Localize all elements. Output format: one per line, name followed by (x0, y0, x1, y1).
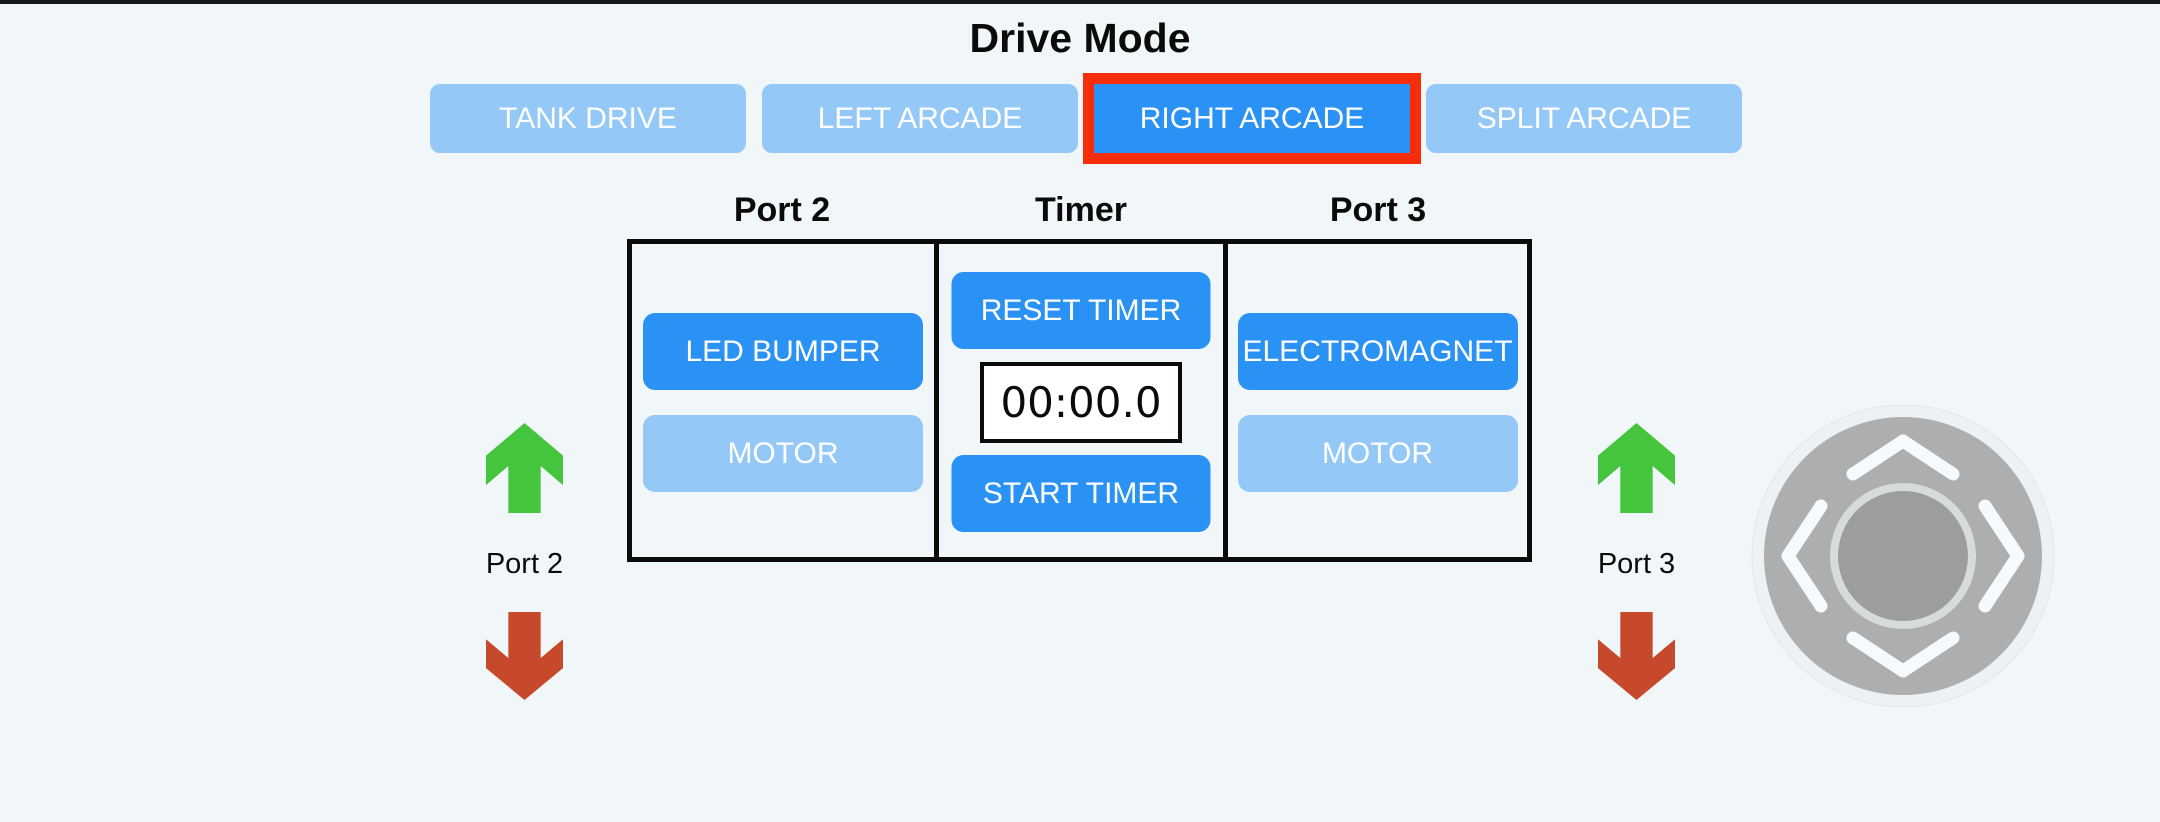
port2-stepper-label: Port 2 (485, 548, 564, 580)
port3-column-header: Port 3 (1329, 191, 1427, 229)
port2-up-arrow-icon[interactable] (486, 423, 563, 513)
top-border (0, 0, 2160, 4)
reset-timer-button[interactable]: RESET TIMER (951, 272, 1211, 349)
port3-stepper: Port 3 (1598, 423, 1675, 700)
joystick[interactable] (1751, 404, 2055, 708)
left-arcade-button[interactable]: LEFT ARCADE (762, 84, 1078, 153)
timer-column-header: Timer (1035, 191, 1127, 229)
joystick-graphic (1751, 404, 2055, 708)
port3-up-arrow-icon[interactable] (1598, 423, 1675, 513)
port2-down-arrow-icon[interactable] (486, 612, 563, 700)
joystick-knob (1838, 491, 1968, 621)
port2-stepper: Port 2 (486, 423, 563, 700)
port2-column: LED BUMPER MOTOR (632, 244, 934, 557)
start-timer-button[interactable]: START TIMER (951, 455, 1211, 532)
timer-display: 00:00.0 (980, 362, 1182, 443)
joystick-up-chevron-icon (1846, 434, 1960, 481)
split-arcade-button[interactable]: SPLIT ARCADE (1426, 84, 1742, 153)
port3-column: ELECTROMAGNET MOTOR (1223, 244, 1527, 557)
port2-column-header: Port 2 (733, 191, 831, 229)
port3-down-arrow-icon[interactable] (1598, 612, 1675, 700)
joystick-down-chevron-icon (1846, 631, 1960, 678)
port3-stepper-label: Port 3 (1597, 548, 1676, 580)
control-table: LED BUMPER MOTOR RESET TIMER 00:00.0 STA… (627, 239, 1532, 562)
electromagnet-button[interactable]: ELECTROMAGNET (1237, 313, 1518, 390)
drive-mode-button-row: TANK DRIVE LEFT ARCADE RIGHT ARCADE SPLI… (430, 73, 1742, 164)
right-arcade-button[interactable]: RIGHT ARCADE (1083, 73, 1421, 164)
port2-motor-button[interactable]: MOTOR (643, 415, 923, 492)
joystick-right-chevron-icon (1978, 499, 2025, 613)
page-title: Drive Mode (969, 15, 1191, 61)
port3-motor-button[interactable]: MOTOR (1237, 415, 1518, 492)
led-bumper-button[interactable]: LED BUMPER (643, 313, 923, 390)
joystick-left-chevron-icon (1781, 499, 1828, 613)
timer-column: RESET TIMER 00:00.0 START TIMER (934, 244, 1223, 557)
tank-drive-button[interactable]: TANK DRIVE (430, 84, 746, 153)
